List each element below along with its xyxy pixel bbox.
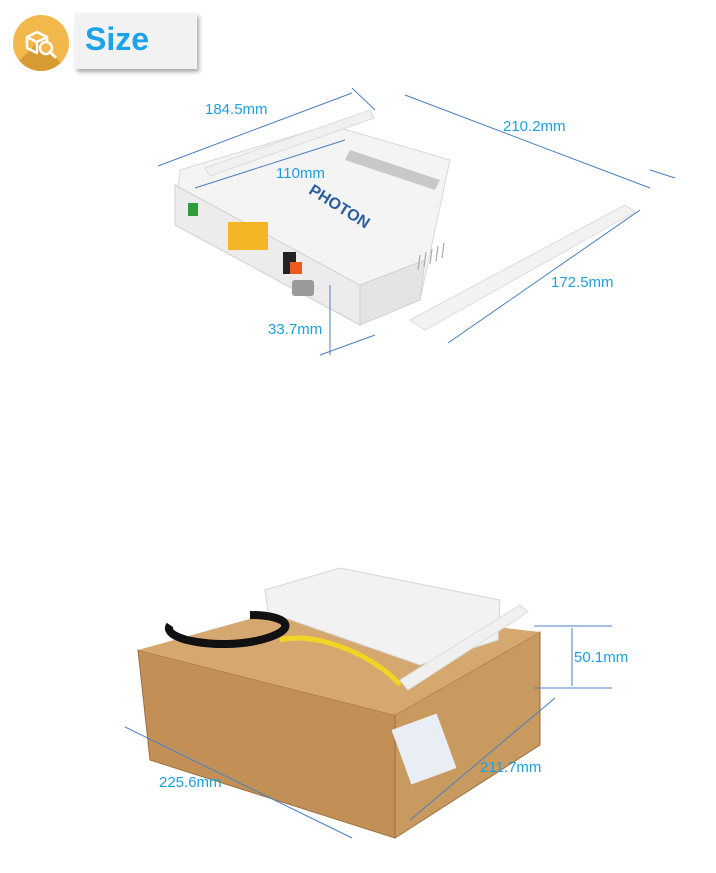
dim-height: 33.7mm xyxy=(268,321,323,338)
dimension-lines-router xyxy=(157,87,676,356)
dim-package-height: 50.1mm xyxy=(574,649,629,666)
package-illustration xyxy=(137,567,541,839)
dim-package-width: 211.7mm xyxy=(480,759,542,776)
size-badge-icon xyxy=(13,15,69,71)
lan-ports xyxy=(228,222,268,250)
dim-antenna-right: 172.5mm xyxy=(551,274,614,291)
dim-package-length: 225.6mm xyxy=(159,774,222,791)
section-title-text: Size xyxy=(85,21,150,57)
ethernet-cable xyxy=(279,635,402,687)
section-title: Size xyxy=(75,13,197,69)
power-port xyxy=(188,203,198,216)
router-on-box xyxy=(264,567,501,666)
dim-width-top: 110mm xyxy=(276,165,325,182)
box-magnifier-icon xyxy=(25,30,57,59)
dim-antenna-left: 184.5mm xyxy=(205,101,268,118)
dim-length: 210.2mm xyxy=(503,118,566,135)
package-label xyxy=(391,713,457,785)
power-adapter xyxy=(164,611,290,649)
coax-connector xyxy=(292,280,314,296)
router-device: PHOTON xyxy=(174,109,636,331)
dimension-lines-package xyxy=(124,625,612,839)
